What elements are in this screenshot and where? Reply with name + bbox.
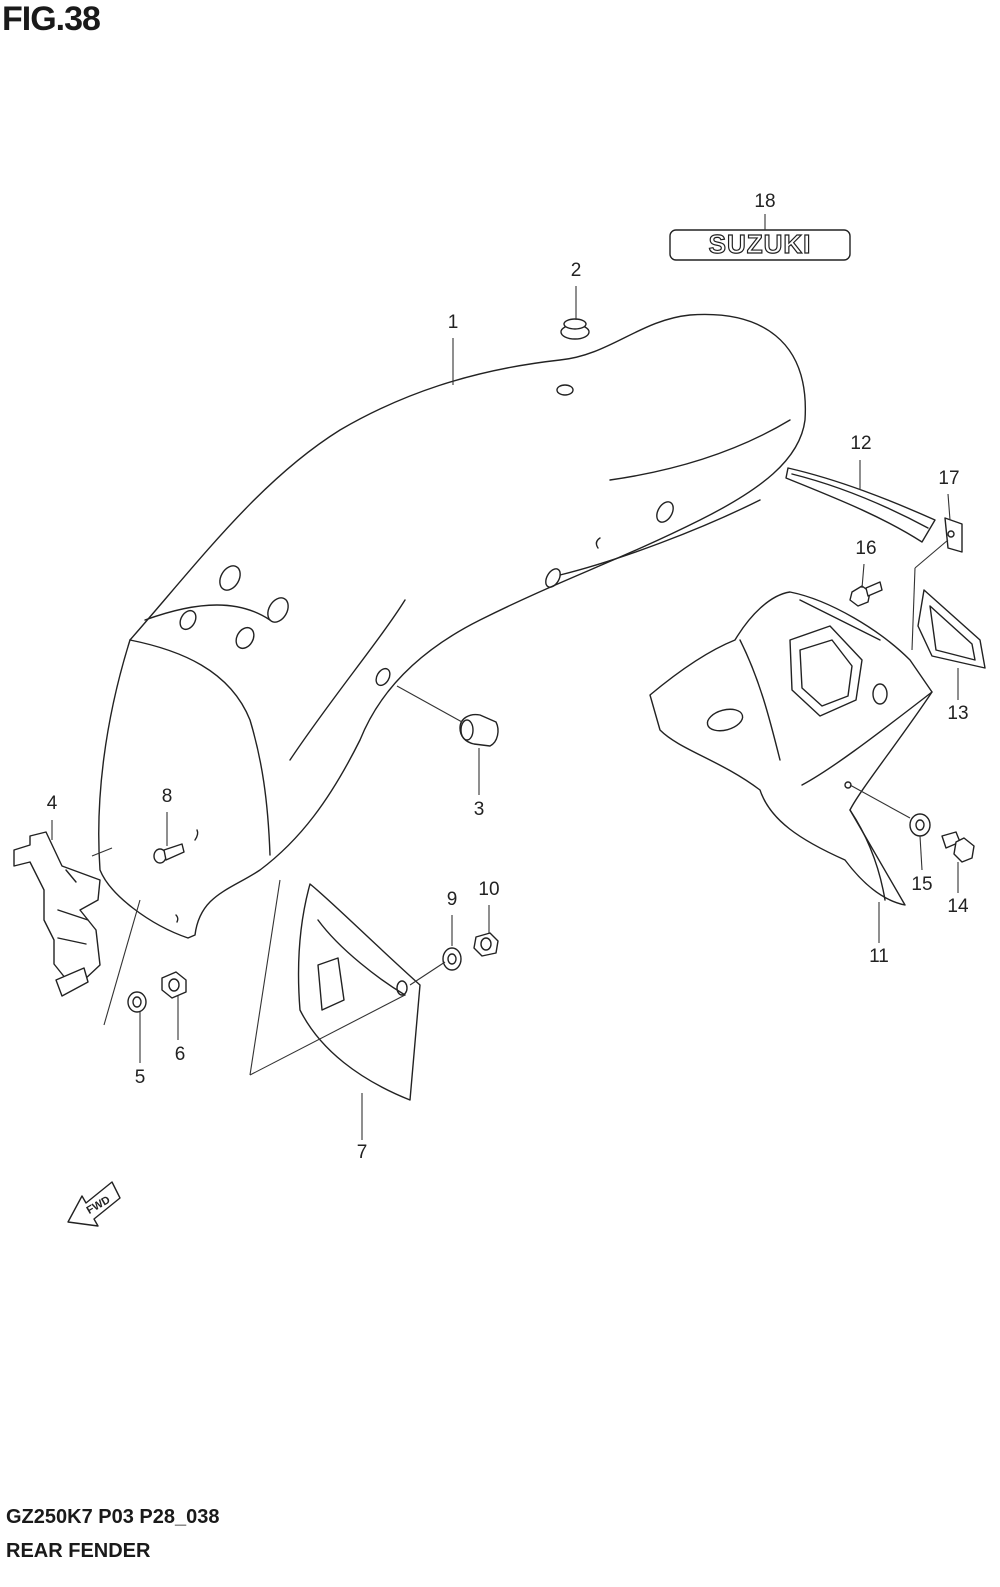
callout-numbers: 1 2 3 4 5 6 7 8 9 10 11 12 13 14 15 16 1… bbox=[47, 191, 969, 1163]
washer-part bbox=[127, 991, 147, 1013]
callout-4: 4 bbox=[47, 793, 58, 814]
callout-1: 1 bbox=[448, 312, 459, 333]
callout-18: 18 bbox=[754, 191, 775, 212]
bolt-14-part bbox=[941, 831, 975, 863]
forward-direction-arrow: FWD bbox=[67, 1181, 121, 1227]
washer-15-part bbox=[909, 813, 931, 837]
bracket-part bbox=[13, 831, 113, 997]
callout-11: 11 bbox=[869, 946, 889, 967]
callout-2: 2 bbox=[571, 260, 582, 281]
rear-fender-part bbox=[98, 313, 806, 939]
callout-6: 6 bbox=[175, 1044, 186, 1065]
nut-part bbox=[161, 971, 187, 999]
callout-14: 14 bbox=[947, 896, 969, 917]
license-bracket-part bbox=[649, 591, 933, 906]
callout-15: 15 bbox=[911, 874, 932, 895]
section-name: REAR FENDER bbox=[6, 1540, 151, 1562]
figure-label: FIG.38 bbox=[2, 0, 101, 38]
callout-17: 17 bbox=[938, 468, 959, 489]
mud-flap-part bbox=[249, 879, 421, 1101]
emblem-part: SUZUKI bbox=[669, 228, 851, 261]
callout-10: 10 bbox=[478, 879, 499, 900]
emblem-text: SUZUKI bbox=[709, 229, 812, 259]
callout-13: 13 bbox=[947, 703, 968, 724]
reflex-reflector-part bbox=[917, 589, 986, 669]
model-code: GZ250K7 P03 P28_038 bbox=[6, 1506, 220, 1528]
callout-16: 16 bbox=[855, 538, 876, 559]
callout-leaders bbox=[51, 214, 959, 1140]
callout-5: 5 bbox=[135, 1067, 146, 1088]
bolt-16-part bbox=[849, 581, 883, 607]
reflector-strip-part bbox=[785, 467, 936, 543]
plate-part bbox=[911, 517, 963, 651]
washer-9-part bbox=[442, 947, 462, 971]
callout-9: 9 bbox=[447, 889, 458, 910]
callout-12: 12 bbox=[850, 433, 871, 454]
grommet-top-part bbox=[560, 318, 590, 340]
callout-8: 8 bbox=[162, 786, 173, 807]
grommet-part bbox=[396, 685, 499, 747]
callout-7: 7 bbox=[357, 1142, 368, 1163]
nut-10-part bbox=[473, 932, 499, 957]
screw-part bbox=[153, 843, 185, 864]
callout-3: 3 bbox=[474, 799, 485, 820]
